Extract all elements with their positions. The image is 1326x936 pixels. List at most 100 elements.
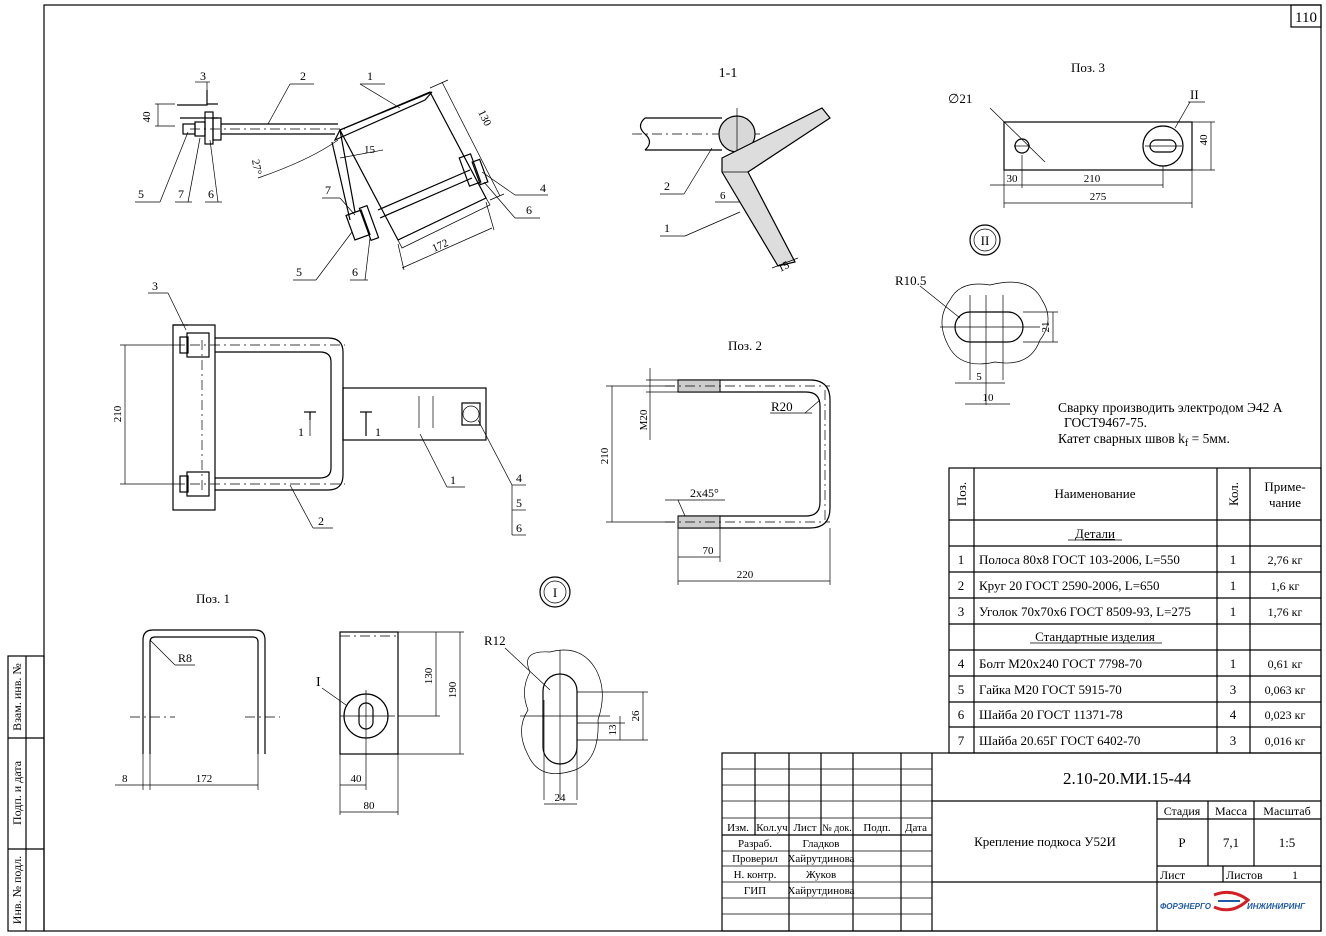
dim-p3-d21: ∅21 [948,91,972,106]
dim-fv-210: 210 [112,405,124,422]
tb-role: Проверил [732,853,778,865]
spec-row-pos: 4 [958,656,965,671]
spec-row-note: 0,023 кг [1265,708,1306,722]
callout-fv-3: 3 [152,279,158,293]
side-stamp: Взам. инв. № Подп. и дата Инв. № подл. [7,655,45,932]
sheet-number-box [1290,4,1322,28]
tb-sheets-label: Листов [1226,868,1263,882]
tb-col-ndok: № док. [822,823,852,834]
spec-row-note: 0,61 кг [1268,657,1303,671]
dim-sec-15: 15 [776,259,791,275]
spec-row-qty: 3 [1230,733,1237,748]
callout-fv-1: 1 [450,473,456,487]
detail-i: I R12 26 13 24 [484,576,648,805]
dim-p2-chamfer: 2x45° [690,486,719,500]
spec-row-qty: 4 [1230,707,1237,722]
side-stamp-replacement: Взам. инв. № [10,663,24,731]
callout-iso-7b: 7 [325,183,331,197]
dim-d2-r: R10.5 [895,273,926,288]
dim-d1-24: 24 [555,792,567,804]
spec-row-qty: 1 [1230,578,1237,593]
spec-table: Поз. Наименование Кол. Приме- чание Дета… [948,467,1322,754]
spec-row-qty: 1 [1230,656,1237,671]
spec-row-note: 1,76 кг [1268,605,1303,619]
spec-row-pos: 7 [958,733,965,748]
dim-p3-275: 275 [1090,191,1107,203]
poz3-view: Поз. 3 ∅21 II 40 30 210 275 [948,60,1215,208]
dim-iso-15: 15 [364,144,376,156]
dim-iso-172: 172 [430,237,450,255]
callout-p1-i: I [316,675,321,690]
dim-sec-6: 6 [720,190,726,202]
dim-p1-172: 172 [196,773,213,785]
spec-row-name: Круг 20 ГОСТ 2590-2006, L=650 [979,578,1160,593]
tb-stage-label: Стадия [1164,804,1201,818]
spec-row-name: Полоса 80х8 ГОСТ 103-2006, L=550 [979,552,1180,567]
dim-iso-130: 130 [475,108,493,129]
callout-sec-2: 2 [664,179,670,193]
note-line2: ГОСТ9467-75. [1064,415,1147,430]
tb-col-list: Лист [793,822,816,834]
poz1-title: Поз. 1 [196,591,230,606]
dim-d2-21: 21 [1040,322,1052,333]
callout-fv-5: 5 [516,496,522,510]
callout-iso-6b: 6 [352,265,358,279]
section-mark-left: 1 [298,425,304,439]
section-mark-right: 1 [375,425,381,439]
tb-role: ГИП [744,885,766,897]
dim-p1b-130: 130 [423,667,435,684]
side-stamp-signature: Подп. и дата [10,760,24,825]
dim-p1b-40: 40 [351,773,363,785]
spec-section-standard: Стандартные изделия [1035,629,1155,644]
spec-row-name: Уголок 70х70х6 ГОСТ 8509-93, L=275 [979,604,1191,619]
poz1-view: Поз. 1 R8 8 172 [115,591,280,790]
spec-row-qty: 1 [1230,552,1237,567]
spec-row-note: 1,6 кг [1271,579,1300,593]
poz2-title: Поз. 2 [728,338,762,353]
dim-iso-27: 27° [249,158,263,175]
tb-col-data: Дата [905,822,927,834]
dim-p1b-80: 80 [364,800,376,812]
spec-row-name: Шайба 20.65Г ГОСТ 6402-70 [979,733,1140,748]
callout-iso-7: 7 [178,187,184,201]
note-line1: Сварку производить электродом Э42 А [1058,400,1283,415]
dim-d2-5: 5 [976,371,982,383]
tb-role-name: Хайрутдинова [787,885,854,897]
tb-sheet-label: Лист [1160,868,1186,882]
dim-d1-r: R12 [484,633,506,648]
dim-p3-40: 40 [1198,134,1210,146]
doc-code: 2.10-20.МИ.15-44 [1063,769,1191,788]
notes: Сварку производить электродом Э42 А ГОСТ… [1058,400,1283,449]
section-title: 1-1 [719,66,738,81]
isometric-view: 40 27° 15 130 172 3 2 1 5 7 6 7 5 6 4 6 [135,69,548,281]
callout-fv-2: 2 [318,514,324,528]
dim-p1-8: 8 [122,773,128,785]
spec-row-name: Болт М20х240 ГОСТ 7798-70 [979,656,1142,671]
side-stamp-inventory: Инв. № подл. [10,856,24,924]
dim-p2-m20: M20 [638,409,650,430]
dim-p1-r8: R8 [178,651,192,665]
tb-mass: 7,1 [1223,835,1239,850]
tb-role-name: Хайрутдинова [787,853,854,865]
tb-col-podp: Подп. [863,822,891,834]
callout-sec-1: 1 [664,221,670,235]
spec-row-qty: 1 [1230,604,1237,619]
spec-row-pos: 5 [958,682,965,697]
tb-role-name: Жуков [806,869,836,881]
tb-scale: 1:5 [1279,835,1296,850]
callout-iso-1: 1 [367,69,373,83]
spec-row-note: 0,063 кг [1265,683,1306,697]
spec-row-pos: 2 [958,578,965,593]
spec-header-pos: Поз. [954,482,969,506]
dim-p2-210: 210 [599,447,611,464]
doc-title: Крепление подкоса У52И [974,834,1116,849]
dim-d1-13: 13 [607,724,619,736]
tb-sheets: 1 [1292,868,1298,882]
dim-d2-10: 10 [983,392,995,404]
callout-fv-6: 6 [516,521,522,535]
spec-header-note2: чание [1269,495,1301,510]
dim-p2-70: 70 [703,545,715,557]
